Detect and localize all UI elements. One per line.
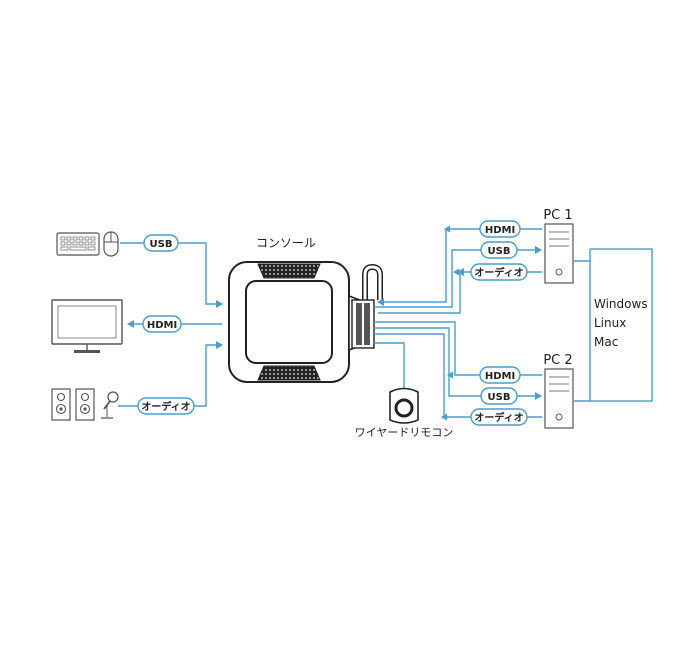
os-windows: Windows [594, 297, 648, 311]
pc-tower-icon [544, 223, 574, 284]
pc2-hdmi-pill: HDMI [479, 366, 521, 384]
os-bracket [573, 248, 653, 402]
os-mac: Mac [594, 335, 618, 349]
svg-text:オーディオ: オーディオ [474, 411, 523, 424]
remote-label: ワイヤードリモコン [355, 426, 454, 439]
mouse-icon [103, 231, 119, 257]
os-list: Windows Linux Mac [594, 297, 648, 349]
speaker-icon [51, 388, 95, 421]
usb-left-pill: USB [143, 234, 179, 252]
remote-button-icon [389, 387, 419, 424]
remote-cable [374, 342, 405, 388]
pc1-hdmi-pill: HDMI [479, 220, 521, 238]
pc-tower-icon [544, 368, 574, 429]
pc1-audio-pill: オーディオ [470, 263, 528, 281]
kvm-switch-icon [228, 261, 383, 383]
hdmi-left-pill: HDMI [142, 315, 182, 333]
pc1-usb-pill: USB [480, 241, 518, 259]
svg-text:USB: USB [488, 246, 511, 257]
keyboard-icon [56, 232, 100, 256]
svg-text:USB: USB [150, 239, 173, 250]
console-label: コンソール [256, 236, 316, 250]
cable-arrowheads [441, 225, 459, 421]
svg-text:HDMI: HDMI [485, 371, 515, 382]
usb-cable-left [120, 242, 223, 308]
audio-cable-left [118, 341, 223, 407]
svg-text:オーディオ: オーディオ [474, 266, 523, 279]
svg-text:USB: USB [488, 392, 511, 403]
svg-text:HDMI: HDMI [485, 225, 515, 236]
os-linux: Linux [594, 316, 626, 330]
audio-left-pill: オーディオ [137, 397, 195, 415]
pc1-label: PC 1 [543, 208, 572, 223]
pc2-usb-pill: USB [480, 387, 518, 405]
monitor-icon [51, 299, 123, 353]
svg-text:オーディオ: オーディオ [141, 400, 190, 413]
pc2-label: PC 2 [543, 353, 572, 368]
microphone-icon [101, 391, 119, 419]
pc2-audio-pill: オーディオ [470, 408, 528, 426]
svg-text:HDMI: HDMI [147, 320, 177, 331]
